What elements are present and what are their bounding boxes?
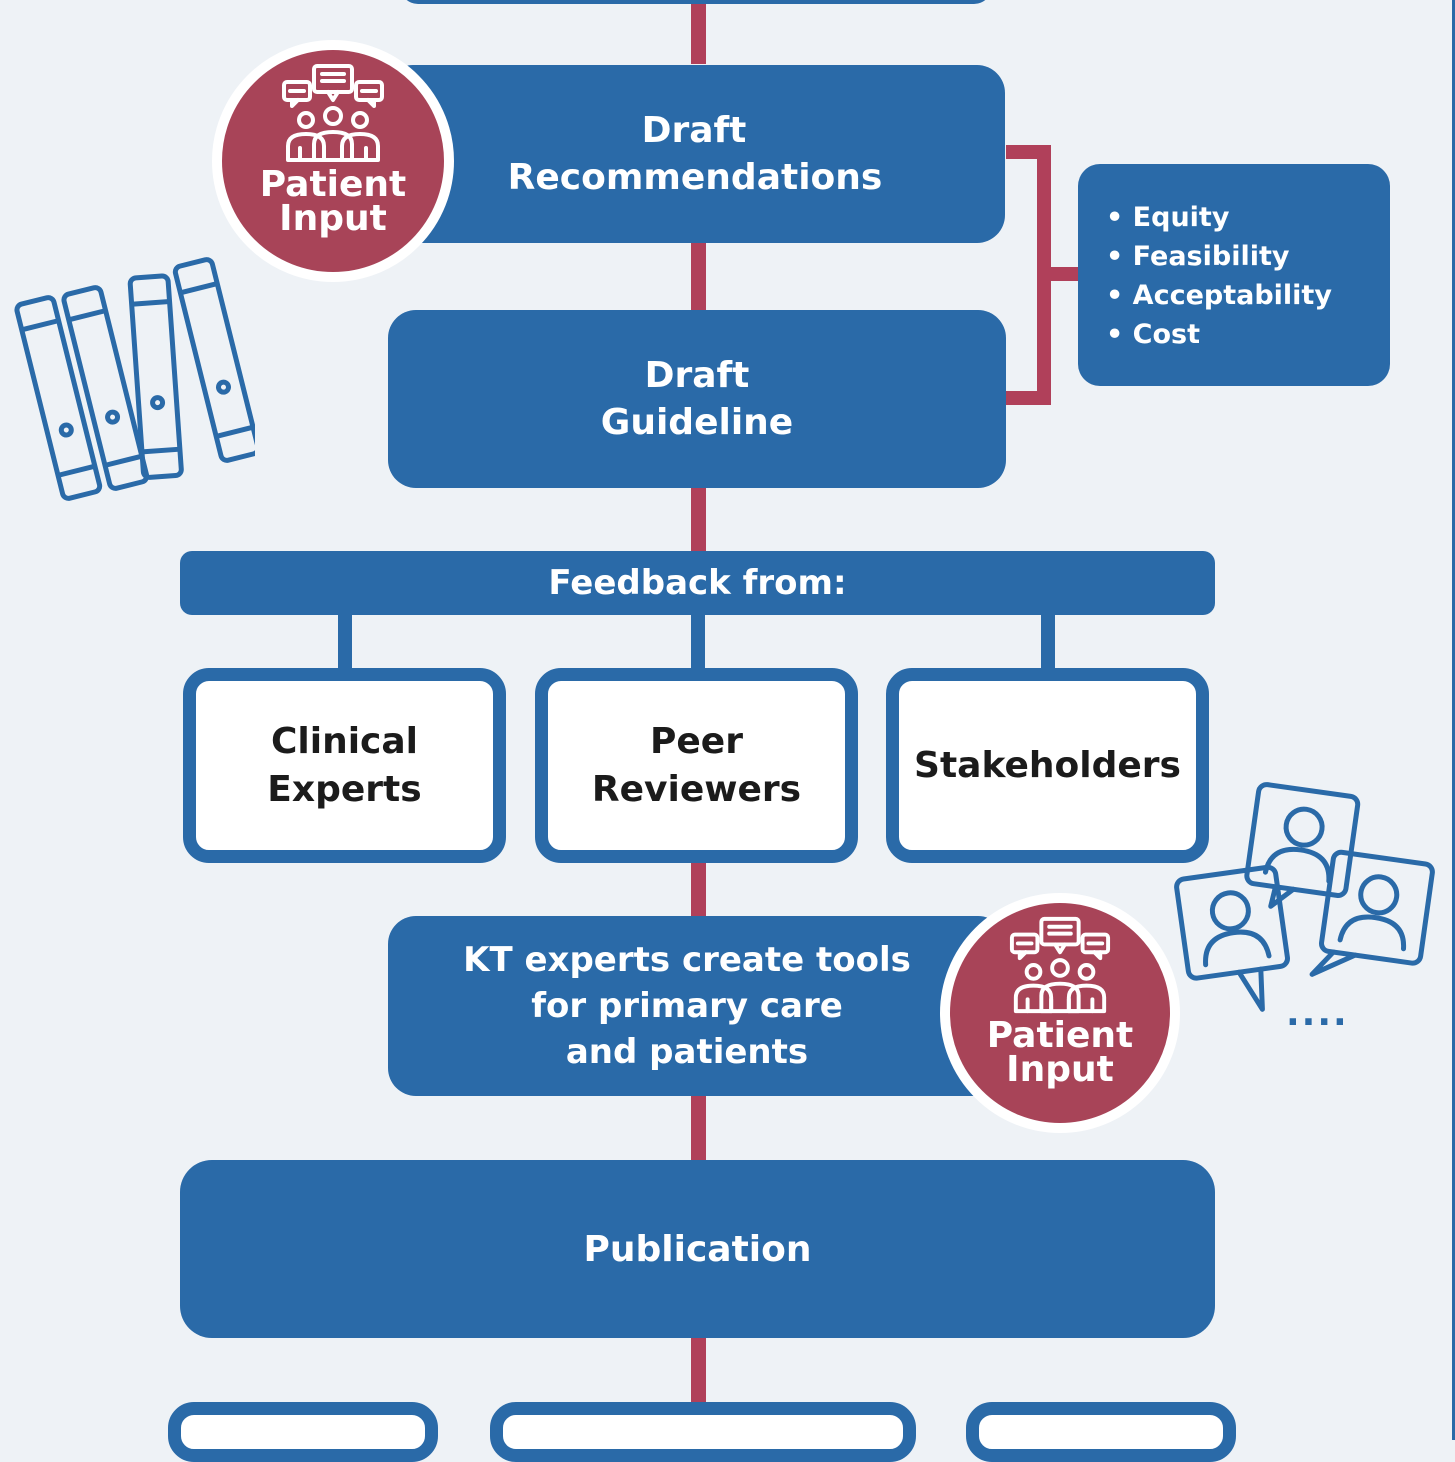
kt-tools-line1: KT experts create tools <box>463 940 911 980</box>
stakeholders-box: Stakeholders <box>886 668 1209 863</box>
kt-tools-box: KT experts create tools for primary care… <box>388 916 1006 1096</box>
publication-box: Publication <box>180 1160 1215 1338</box>
peer-reviewers-box: Peer Reviewers <box>535 668 858 863</box>
peer-reviewers-line1: Peer <box>650 720 743 762</box>
previous-step-box <box>400 0 992 4</box>
stakeholders-line1: Stakeholders <box>914 744 1181 786</box>
bracket-bottom-arm <box>1006 391 1050 405</box>
patient-input-badge: Patient Input <box>940 893 1180 1133</box>
consideration-item: Equity <box>1106 198 1390 237</box>
patient-input-badge: Patient Input <box>212 40 454 282</box>
draft-guideline-box: Draft Guideline <box>388 310 1006 488</box>
consideration-item: Cost <box>1106 315 1390 354</box>
connector-guideline-feedback <box>691 488 706 552</box>
connector-kt-publication <box>691 1095 706 1161</box>
draft-guideline-line2: Guideline <box>600 402 794 443</box>
next-step-box-center <box>490 1402 916 1462</box>
draft-recommendations-box: Draft Recommendations <box>385 65 1005 243</box>
consideration-item: Acceptability <box>1106 276 1390 315</box>
connector-top <box>691 4 706 64</box>
next-step-box-left <box>168 1402 438 1462</box>
feedback-header-label: Feedback from: <box>548 563 847 603</box>
connector-publication-bottom <box>691 1338 706 1408</box>
kt-tools-line2: for primary care <box>531 986 843 1026</box>
next-step-box-right <box>966 1402 1236 1462</box>
clinical-experts-line2: Experts <box>267 768 422 810</box>
clinical-experts-line1: Clinical <box>270 720 419 762</box>
considerations-box: Equity Feasibility Acceptability Cost <box>1078 164 1390 386</box>
patient-input-label-line1: Patient <box>259 164 407 205</box>
kt-tools-line3: and patients <box>565 1032 809 1072</box>
binders-icon <box>14 257 255 501</box>
right-border <box>1452 0 1455 1440</box>
ellipsis-text: .... <box>1286 993 1349 1034</box>
people-chat-icon <box>1174 782 1435 1012</box>
feedback-header-bar: Feedback from: <box>180 551 1215 615</box>
connector-feedback-left <box>338 615 352 675</box>
draft-guideline-line1: Draft <box>644 355 750 396</box>
draft-recommendations-line1: Draft <box>641 110 747 151</box>
patient-input-label-line1: Patient <box>986 1015 1134 1056</box>
connector-feedback-center <box>691 615 705 675</box>
people-discussion-icon <box>282 64 384 162</box>
peer-reviewers-line2: Reviewers <box>591 768 802 810</box>
connector-rec-guideline <box>691 243 706 311</box>
connector-feedback-right <box>1041 615 1055 675</box>
publication-label: Publication <box>583 1228 812 1270</box>
connector-feedback-kt <box>691 860 706 918</box>
people-discussion-icon <box>1009 916 1111 1014</box>
bracket-middle-arm <box>1037 267 1079 281</box>
patient-input-label-line2: Input <box>279 198 387 239</box>
patient-input-label-line2: Input <box>1006 1049 1114 1090</box>
clinical-experts-box: Clinical Experts <box>183 668 506 863</box>
draft-recommendations-line2: Recommendations <box>507 157 883 198</box>
consideration-item: Feasibility <box>1106 237 1390 276</box>
